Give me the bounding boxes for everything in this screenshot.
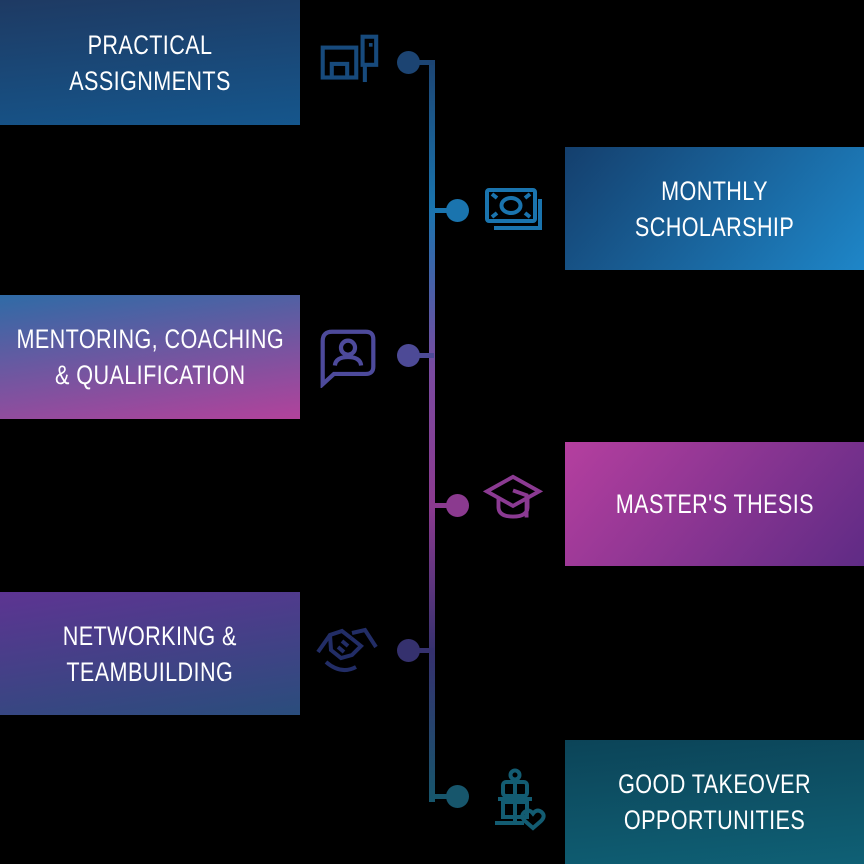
item-label: GOOD TAKEOVER OPPORTUNITIES xyxy=(618,766,811,838)
item-label: MASTER'S THESIS xyxy=(615,486,813,522)
timeline-dot xyxy=(397,344,420,367)
timeline-connector xyxy=(407,353,434,358)
timeline-dot xyxy=(397,51,420,74)
person-heart-icon xyxy=(488,768,546,832)
timeline-dot xyxy=(397,639,420,662)
graduation-cap-icon xyxy=(482,472,544,534)
item-label: MONTHLY SCHOLARSHIP xyxy=(635,173,794,245)
banknotes-icon xyxy=(484,184,544,236)
item-box-networking-teambuilding: NETWORKING & TEAMBUILDING xyxy=(0,592,300,715)
label-line: PRACTICAL xyxy=(87,29,213,60)
label-line: GOOD TAKEOVER xyxy=(618,769,811,799)
label-line: & QUALIFICATION xyxy=(54,360,246,390)
label-line: OPPORTUNITIES xyxy=(623,805,806,835)
item-box-practical-assignments: PRACTICAL ASSIGNMENTS xyxy=(0,0,300,125)
timeline-connector xyxy=(407,60,434,65)
timeline-dot xyxy=(446,494,469,517)
label-line: MONTHLY xyxy=(661,175,768,206)
item-box-mentoring-coaching-qualification: MENTORING, COACHING & QUALIFICATION xyxy=(0,295,300,419)
timeline-dot xyxy=(446,199,469,222)
item-box-masters-thesis: MASTER'S THESIS xyxy=(565,442,864,566)
presentation-board-icon xyxy=(317,34,381,92)
item-label: NETWORKING & TEAMBUILDING xyxy=(63,618,237,690)
item-box-monthly-scholarship: MONTHLY SCHOLARSHIP xyxy=(565,147,864,270)
chat-person-icon xyxy=(318,328,378,388)
timeline-dot xyxy=(446,785,469,808)
handshake-icon xyxy=(314,622,380,682)
label-line: MENTORING, COACHING xyxy=(16,324,284,354)
label-line: SCHOLARSHIP xyxy=(634,211,795,242)
item-label: MENTORING, COACHING & QUALIFICATION xyxy=(16,321,284,393)
label-line: ASSIGNMENTS xyxy=(69,65,231,96)
timeline-line xyxy=(429,60,435,802)
label-line: NETWORKING & xyxy=(62,620,237,651)
timeline-connector xyxy=(407,648,434,653)
item-box-good-takeover-opportunities: GOOD TAKEOVER OPPORTUNITIES xyxy=(565,740,864,864)
label-line: TEAMBUILDING xyxy=(66,656,234,687)
item-label: PRACTICAL ASSIGNMENTS xyxy=(69,27,231,99)
label-line: MASTER'S THESIS xyxy=(615,489,814,519)
